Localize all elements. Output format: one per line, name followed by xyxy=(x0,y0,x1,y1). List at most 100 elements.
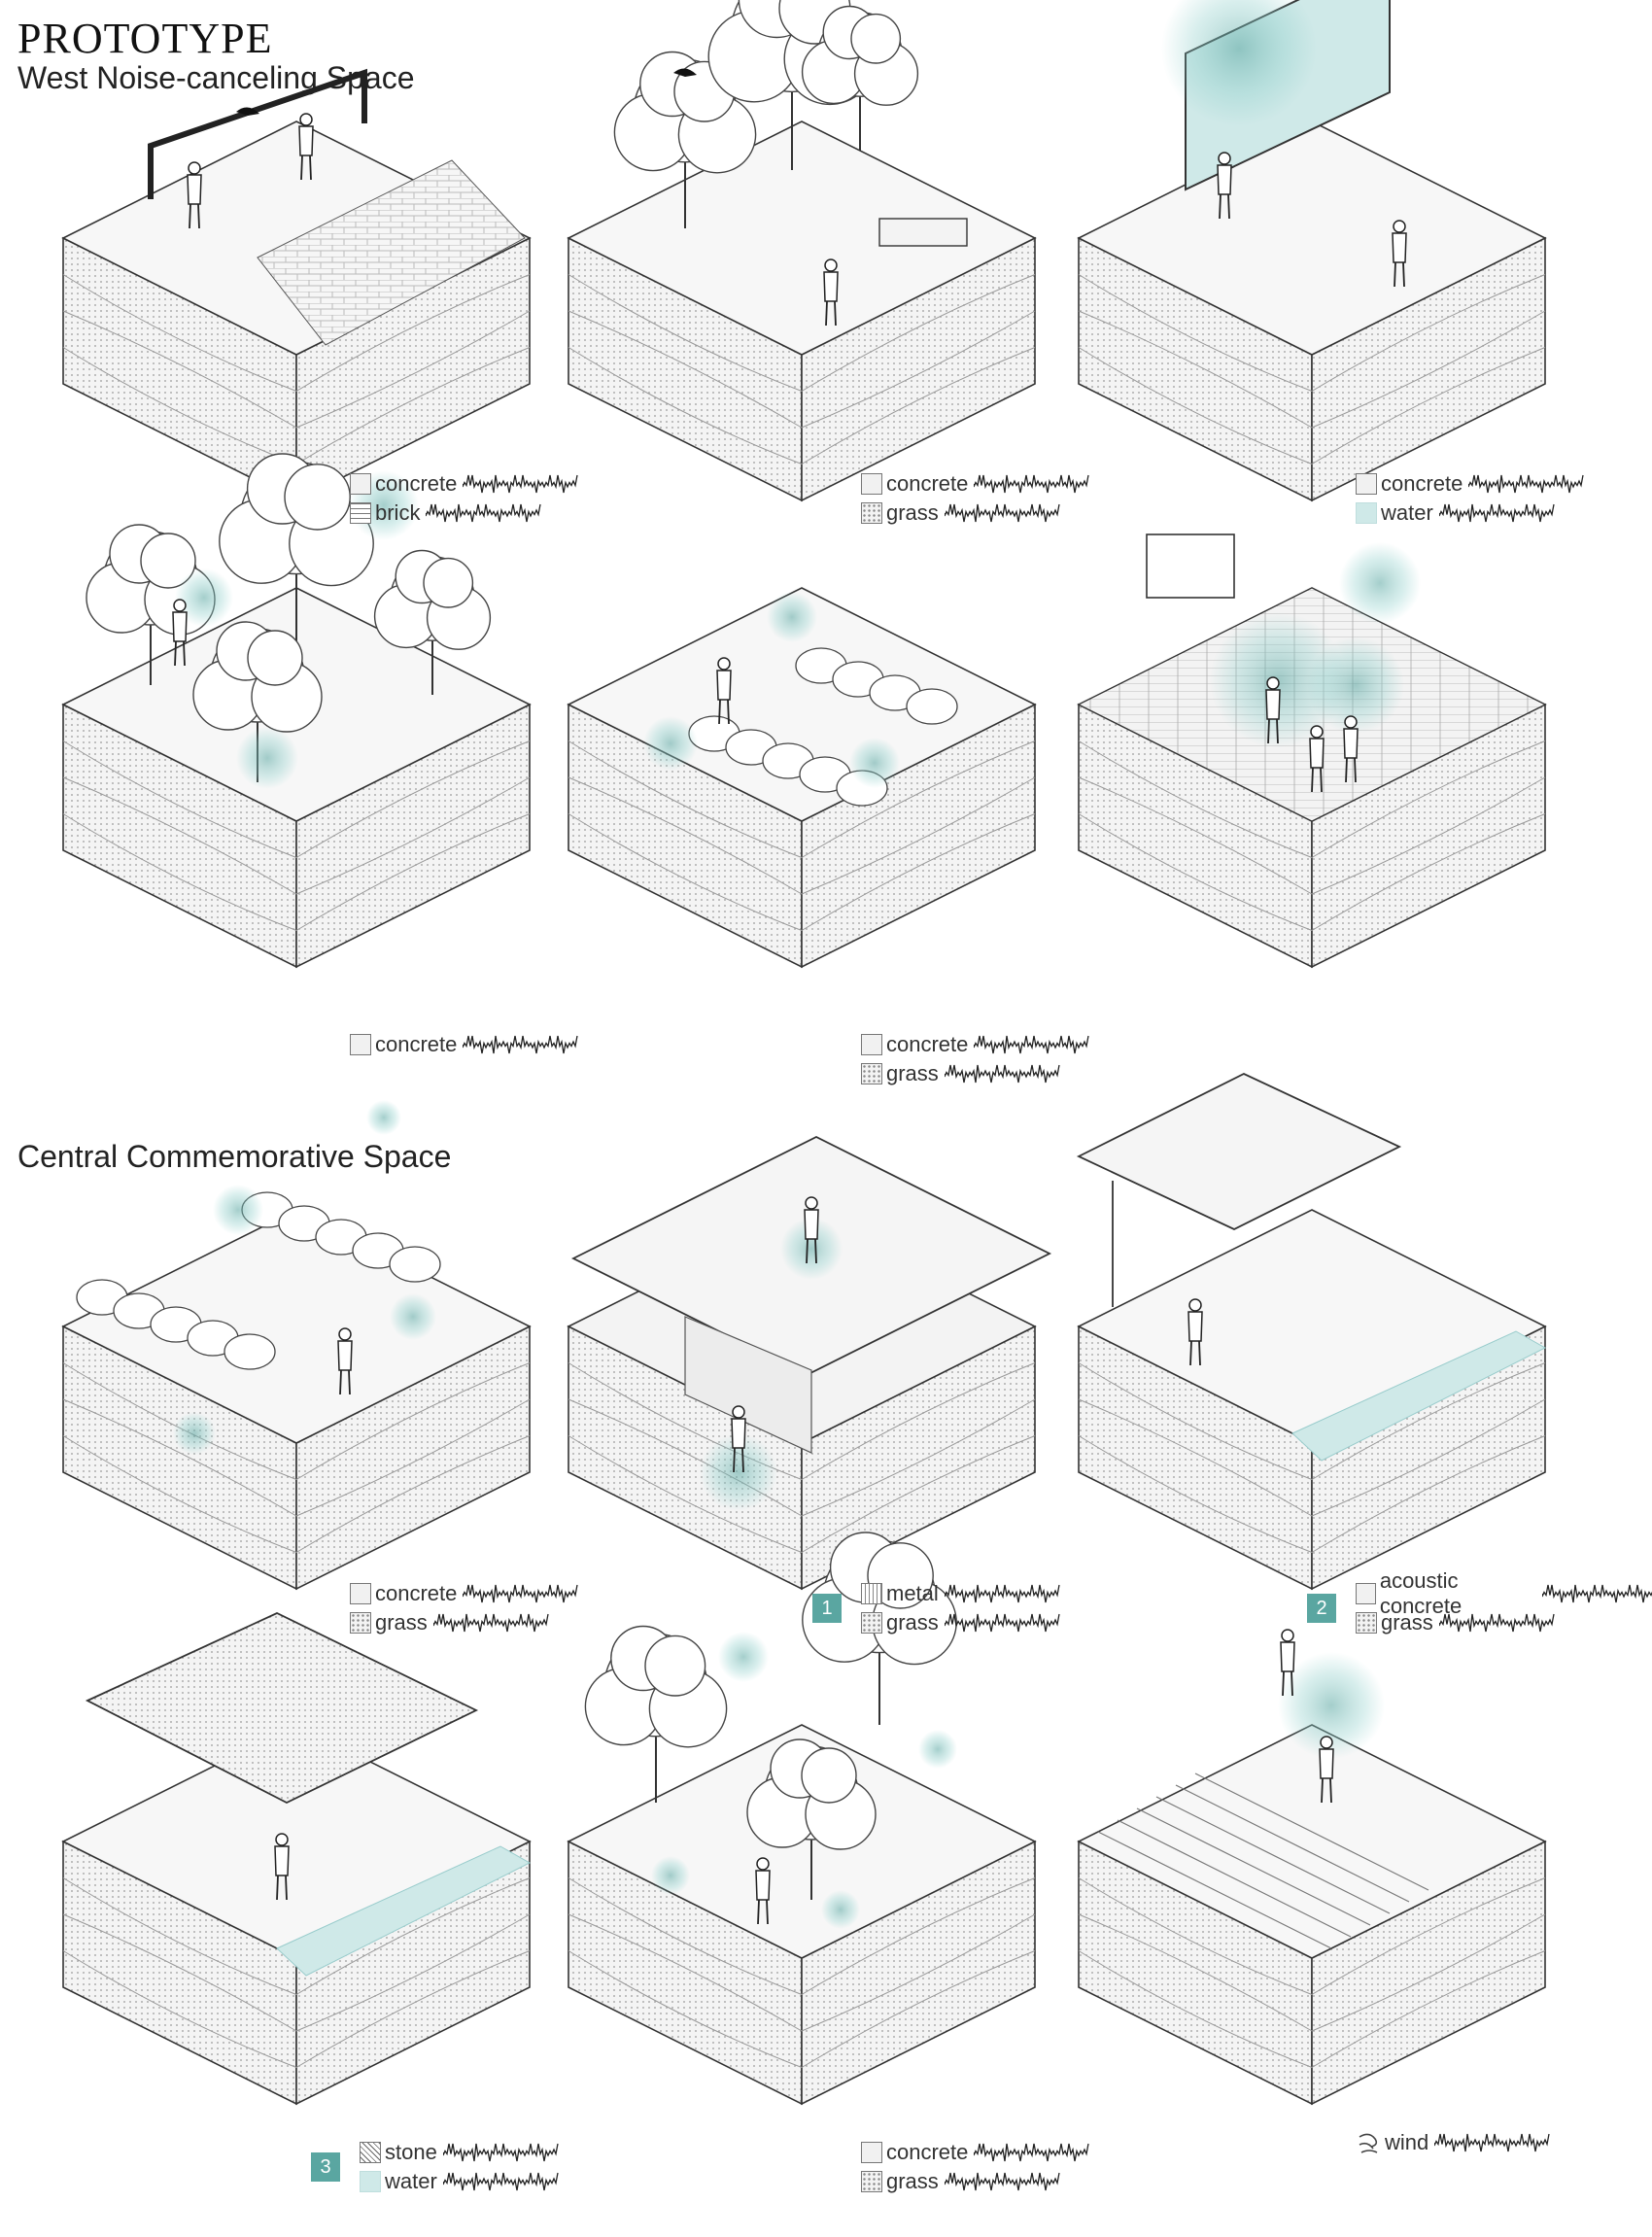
concrete-swatch xyxy=(861,1034,882,1055)
sound-halo-icon xyxy=(175,568,233,627)
concrete-swatch xyxy=(861,473,882,495)
tree-icon xyxy=(219,453,374,646)
legend-label: concrete xyxy=(886,2140,969,2164)
person-icon xyxy=(1309,725,1325,793)
legend-row: concrete xyxy=(350,1579,579,1608)
sound-halo-icon xyxy=(918,1730,957,1769)
legend-label: grass xyxy=(886,2169,939,2193)
sound-halo-icon xyxy=(173,1412,216,1455)
legend-label: brick xyxy=(375,500,421,525)
legend-row: acoustic concrete xyxy=(1356,1568,1652,1618)
shrub-cluster xyxy=(795,647,958,725)
sound-waveform-icon xyxy=(463,1584,579,1603)
sound-halo-icon xyxy=(1278,1652,1385,1759)
floating-stone-slab xyxy=(85,1612,479,1805)
grass-swatch xyxy=(861,1612,882,1634)
legend-row: metal xyxy=(861,1579,1061,1608)
sign-board xyxy=(1146,533,1235,599)
sound-waveform-icon xyxy=(974,1035,1090,1054)
block-boardwalk-railing xyxy=(1077,533,1547,969)
sound-halo-icon xyxy=(767,592,817,642)
sound-waveform-icon xyxy=(463,1035,579,1054)
water-channel xyxy=(1291,1330,1547,1462)
block-glass-screen xyxy=(1077,0,1547,502)
sound-waveform-icon xyxy=(944,1613,1060,1633)
person-icon xyxy=(187,161,202,229)
sound-halo-icon xyxy=(366,1100,401,1135)
sound-halo-icon xyxy=(1307,637,1404,734)
person-icon xyxy=(1319,1736,1334,1804)
sound-waveform-icon xyxy=(1438,1613,1555,1633)
sound-waveform-icon xyxy=(1468,474,1585,494)
person-icon xyxy=(1280,1629,1295,1697)
legend-row: concrete xyxy=(350,469,579,499)
sound-halo-icon xyxy=(849,738,900,788)
tree-icon xyxy=(801,5,919,151)
legend-label: concrete xyxy=(886,1032,969,1056)
grass-swatch xyxy=(861,2171,882,2192)
legend-4: concrete xyxy=(350,1030,579,1059)
sound-waveform-icon xyxy=(1434,2133,1550,2152)
legend-row: grass xyxy=(861,2167,1090,2196)
sound-halo-icon xyxy=(821,1890,860,1929)
legend-10: concrete grass xyxy=(861,2138,1090,2196)
sound-halo-icon xyxy=(1339,542,1421,624)
legend-row: water xyxy=(1356,499,1585,528)
block-stepped-seating xyxy=(1077,1629,1547,2106)
concrete-swatch xyxy=(1356,1583,1376,1604)
legend-label: water xyxy=(1381,500,1433,525)
legend-row: grass xyxy=(861,1608,1061,1637)
sound-waveform-icon xyxy=(1542,1584,1652,1603)
grass-swatch xyxy=(861,502,882,524)
block-metal-canopy xyxy=(567,1135,1052,1591)
legend-row: stone xyxy=(360,2138,560,2167)
sound-halo-icon xyxy=(213,1185,263,1235)
sound-halo-icon xyxy=(1161,0,1317,126)
legend-label: grass xyxy=(886,500,939,525)
sound-waveform-icon xyxy=(463,474,579,494)
shrub-cluster xyxy=(688,715,888,807)
water-swatch xyxy=(1356,502,1377,524)
tree-icon xyxy=(584,1625,728,1803)
sound-waveform-icon xyxy=(426,503,542,523)
legend-label: grass xyxy=(886,1061,939,1085)
legend-label: water xyxy=(385,2169,437,2193)
sound-halo-icon xyxy=(718,1632,769,1682)
legend-row: concrete xyxy=(861,1030,1090,1059)
person-icon xyxy=(804,1196,819,1264)
tree-icon xyxy=(86,524,216,685)
grass-swatch xyxy=(350,1612,371,1634)
person-icon xyxy=(298,113,314,181)
block-vegetated-path xyxy=(61,1100,532,1591)
grass-swatch xyxy=(861,1063,882,1084)
sound-waveform-icon xyxy=(1438,503,1555,523)
legend-label: acoustic concrete xyxy=(1379,1568,1463,1618)
block-stone-water xyxy=(61,1612,532,2106)
legend-label: grass xyxy=(375,1610,428,1635)
block-grove-bench xyxy=(567,0,1037,502)
legend-label: wind xyxy=(1385,2130,1429,2154)
person-icon xyxy=(823,258,839,327)
legend-badge: 3 xyxy=(311,2152,340,2182)
tree-icon xyxy=(373,549,492,695)
concrete-swatch xyxy=(350,1583,371,1604)
legend-row: water xyxy=(360,2167,560,2196)
legend-label: grass xyxy=(886,1610,939,1635)
person-icon xyxy=(1392,220,1407,288)
person-icon xyxy=(1343,715,1359,783)
concrete-swatch xyxy=(350,1034,371,1055)
block-tree-courtyard xyxy=(567,1531,1037,2106)
page-title: PROTOTYPE xyxy=(17,15,273,62)
sound-waveform-icon xyxy=(442,2172,559,2191)
railing-frame xyxy=(148,68,367,199)
legend-row: grass xyxy=(350,1608,579,1637)
legend-row: wind xyxy=(1356,2128,1551,2157)
sound-waveform-icon xyxy=(974,474,1090,494)
legend-row: concrete xyxy=(1356,469,1585,499)
